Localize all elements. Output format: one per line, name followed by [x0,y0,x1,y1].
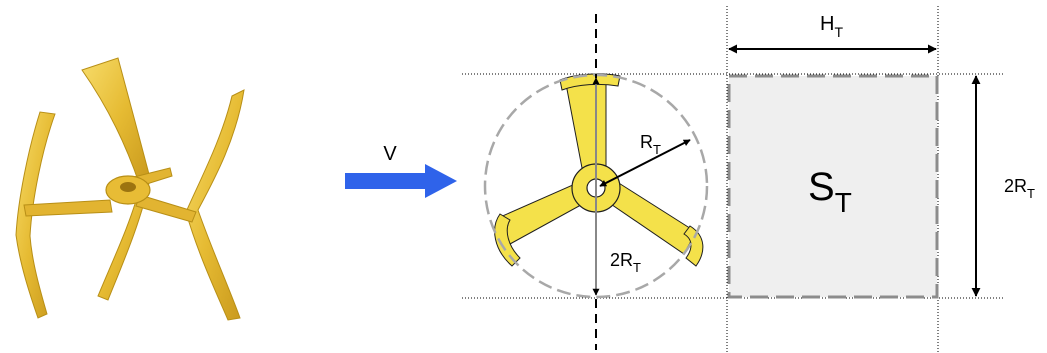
strut-left [23,199,113,217]
radius-arrow [599,139,691,187]
blade-left [15,111,56,319]
turbine-3d-illustration [15,57,245,321]
velocity-arrow [345,164,457,198]
swept-area-rect [727,74,939,299]
velocity-label: V [383,143,397,165]
diameter-right-label: 2RT [1004,176,1035,201]
swept-area-label: ST [808,165,852,218]
blade-right [185,89,245,321]
height-label: HT [820,13,843,40]
diameter-inner-label: 2RT [610,250,641,275]
blade-back-lower [97,176,151,301]
hub-hole [120,182,136,192]
radius-label: RT [640,132,661,157]
blade-back [81,57,151,187]
